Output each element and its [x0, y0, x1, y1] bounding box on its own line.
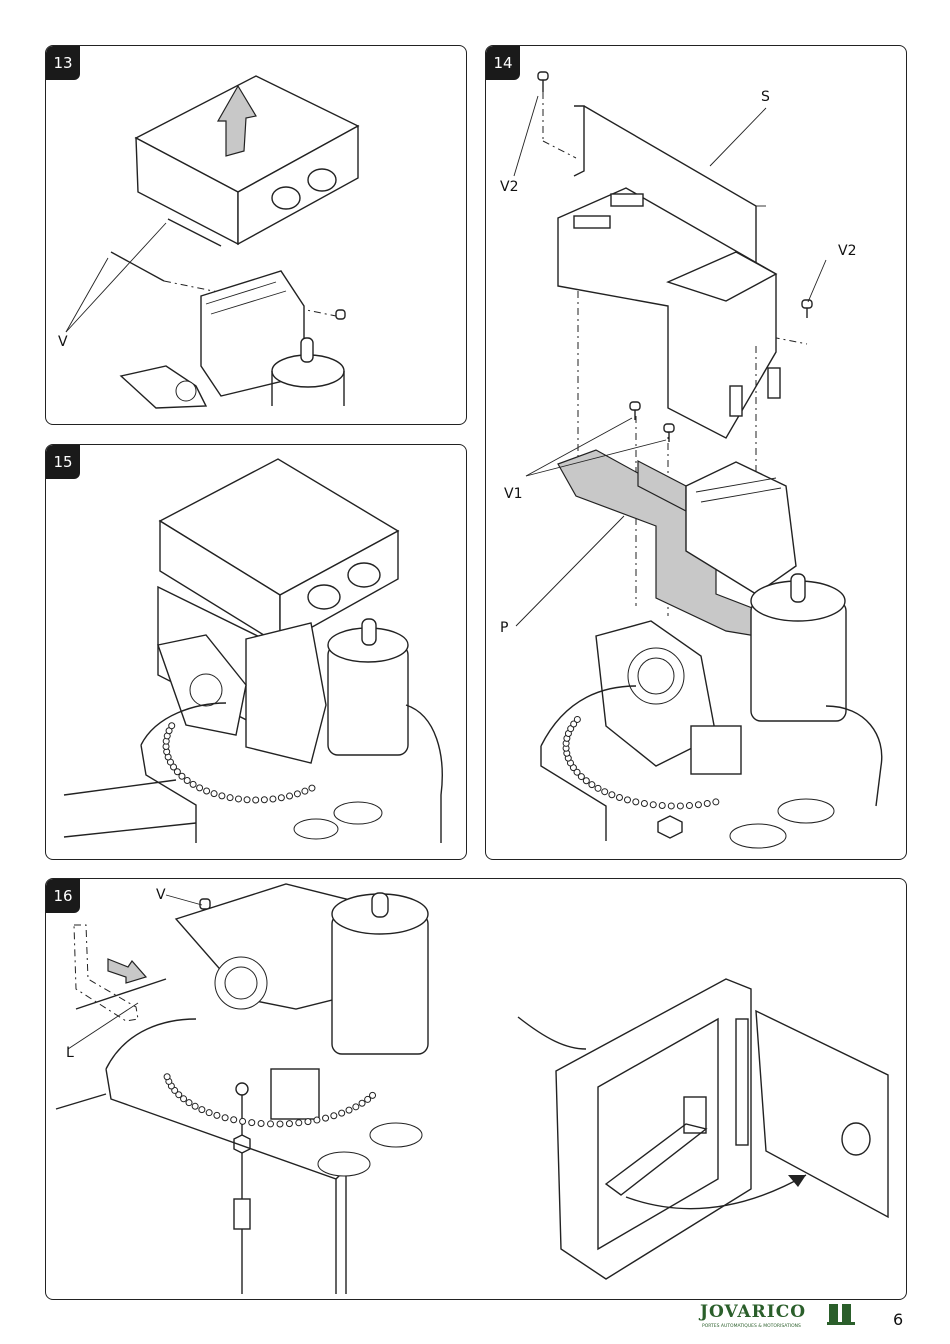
brand-logo: JOVARICO PORTES AUTOMATIQUES & MOTORISAT… [700, 1300, 860, 1336]
step-15-illustration [46, 445, 466, 859]
label-v2-top: V2 [500, 179, 518, 195]
step-13-panel: 13 V [45, 45, 467, 425]
label-v: V [58, 334, 68, 350]
brand-tagline: PORTES AUTOMATIQUES & MOTORISATIONS [702, 1324, 801, 1329]
label-v1: V1 [504, 486, 522, 502]
step-16-panel: 16 [45, 878, 907, 1300]
step-14-illustration [486, 46, 906, 859]
brand-mark-icon [825, 1300, 865, 1330]
label-v: V [156, 887, 166, 903]
step-15-panel: 15 [45, 444, 467, 860]
brand-name: JOVARICO [700, 1302, 806, 1322]
step-14-panel: 14 [485, 45, 907, 860]
label-v2-right: V2 [838, 243, 856, 259]
page-number: 6 [893, 1310, 903, 1329]
label-l: L [66, 1045, 74, 1061]
step-16-illustration [46, 879, 906, 1299]
label-s: S [761, 89, 770, 105]
label-p: P [500, 620, 508, 636]
step-13-illustration [46, 46, 466, 424]
